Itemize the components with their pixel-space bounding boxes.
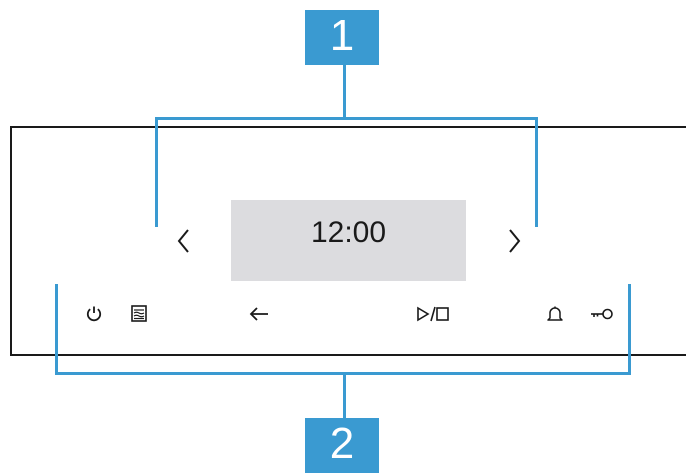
callout-2-left-leg: [55, 284, 58, 375]
callout-1-right-leg: [535, 117, 538, 227]
back-arrow-icon[interactable]: [249, 306, 269, 322]
play-stop-icon[interactable]: [416, 306, 450, 322]
display-screen: 12:00: [231, 200, 466, 281]
chevron-right-icon[interactable]: [506, 228, 522, 254]
chevron-left-icon[interactable]: [176, 228, 192, 254]
callout-1-left-leg: [155, 117, 158, 227]
control-panel-outline: [10, 126, 686, 356]
callout-1-stem: [343, 65, 346, 119]
callout-2: 2: [305, 418, 379, 473]
key-lock-icon[interactable]: [590, 307, 614, 321]
callout-2-stem: [343, 372, 346, 420]
power-icon[interactable]: [85, 305, 103, 323]
callout-2-right-leg: [628, 284, 631, 375]
clock-time: 12:00: [310, 216, 387, 249]
heating-mode-icon[interactable]: [131, 305, 147, 322]
callout-1-bracket: [155, 117, 538, 120]
bell-icon[interactable]: [546, 305, 564, 323]
callout-1: 1: [305, 10, 379, 65]
